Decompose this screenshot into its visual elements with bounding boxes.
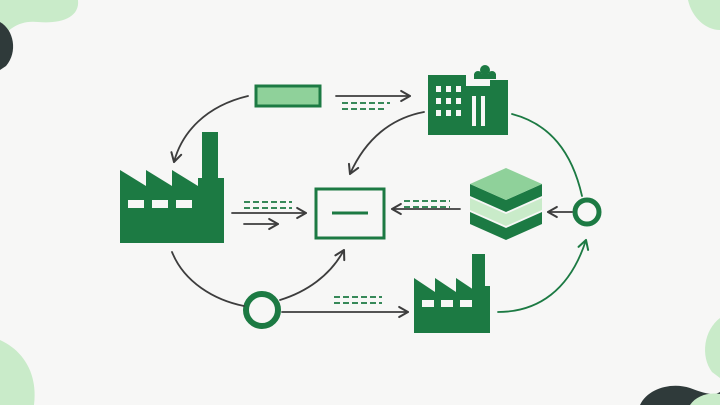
corner-blob-top-left bbox=[0, 0, 79, 70]
factory-large-icon bbox=[120, 132, 224, 243]
material-bar-icon bbox=[254, 84, 322, 108]
stacked-layers-icon bbox=[470, 168, 542, 240]
flow-curves bbox=[170, 95, 425, 307]
flow-arrows bbox=[231, 89, 573, 319]
panel-box-icon bbox=[314, 187, 386, 240]
ring-node-icon bbox=[572, 197, 602, 227]
ring-node-icon bbox=[243, 291, 281, 329]
office-building-icon bbox=[428, 65, 508, 135]
corner-blob-bottom-left bbox=[0, 340, 35, 405]
corner-blob-top-right bbox=[688, 0, 720, 30]
factory-small-icon bbox=[414, 254, 490, 333]
corner-blob-bottom-right bbox=[640, 318, 720, 405]
flow-curves-green bbox=[497, 113, 590, 313]
dash-lines bbox=[244, 102, 450, 304]
